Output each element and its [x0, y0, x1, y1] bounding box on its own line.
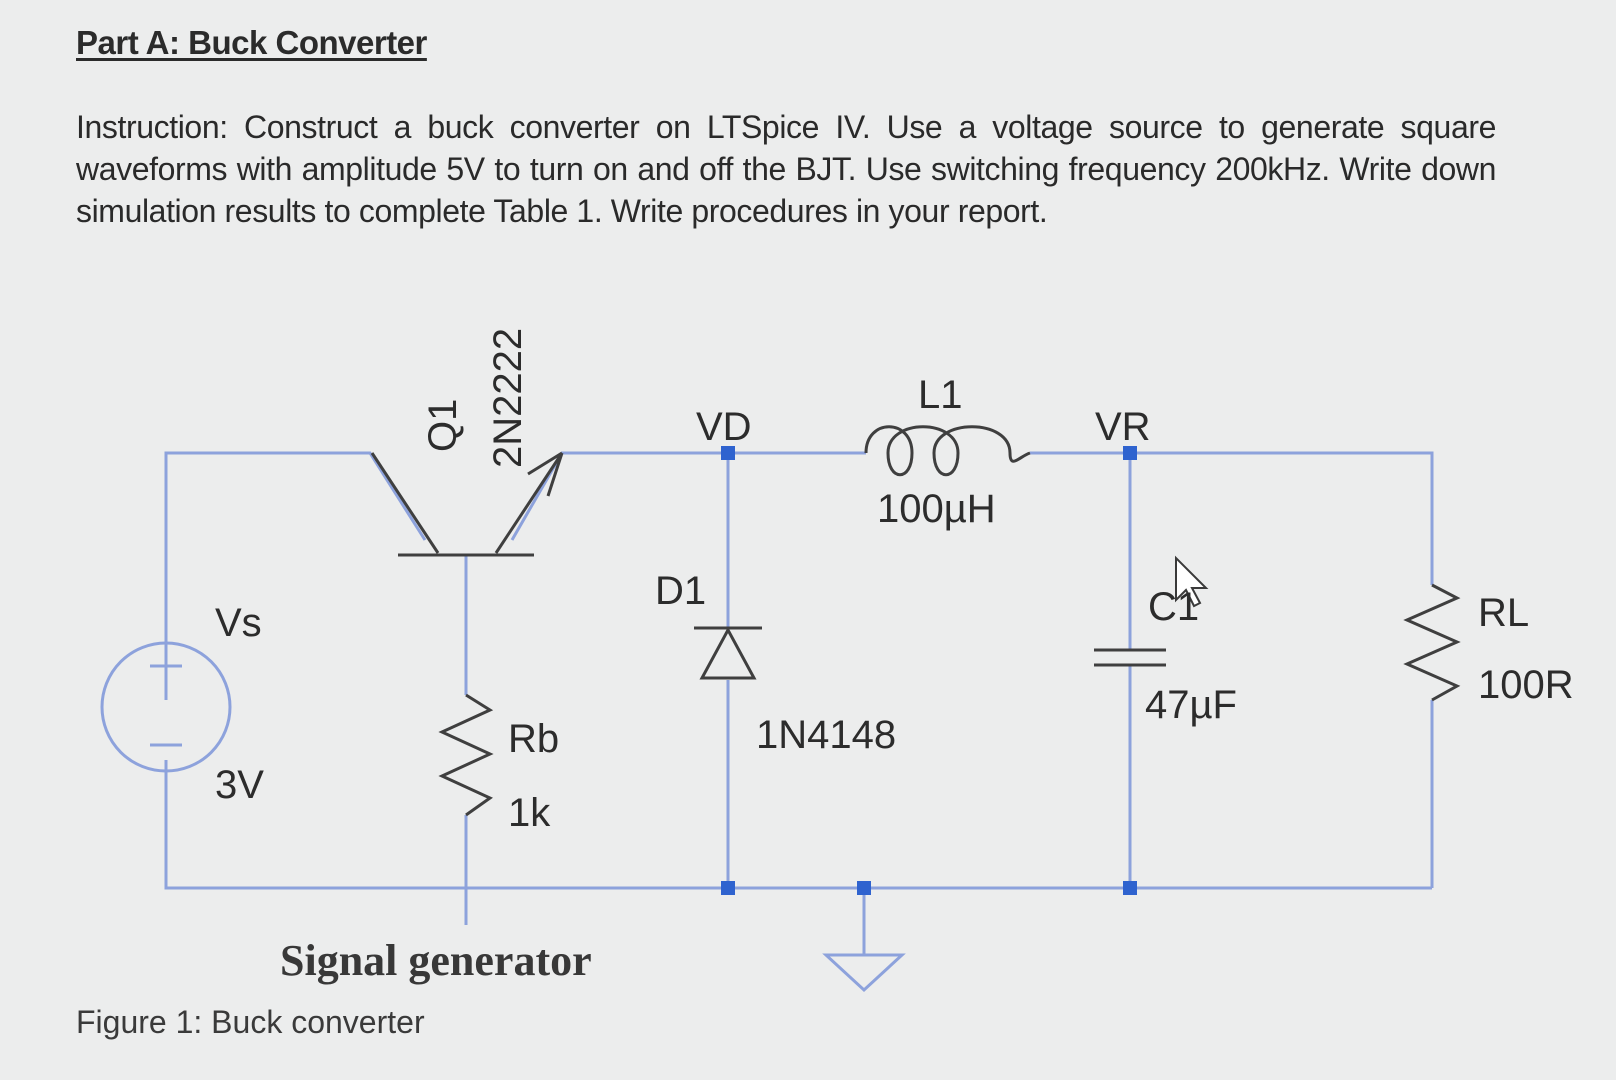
instruction-text: Instruction: Construct a buck converter … [76, 109, 1496, 229]
collector-lead [370, 452, 440, 554]
junction-vd [721, 446, 735, 460]
emitter-lead [494, 452, 564, 554]
inductor-l1 [864, 425, 1031, 477]
transistor-model-label: 2N2222 [486, 328, 530, 468]
capacitor-name-label: C1 [1148, 585, 1199, 629]
resistor-rl [1403, 583, 1461, 702]
source-name-label: Vs [215, 601, 262, 645]
junction-ground-diode [721, 881, 735, 895]
ground-rail [164, 760, 1432, 890]
transistor-name-label: Q1 [421, 399, 465, 452]
voltage-source-vs [100, 641, 232, 773]
diode-d1 [694, 626, 762, 680]
wire-emitter-to-vd-node [510, 451, 728, 541]
capacitor-c1 [1094, 648, 1166, 667]
ground-symbol [822, 953, 906, 993]
transistor-q1 [370, 451, 564, 557]
load-value-label: 100R [1478, 663, 1574, 707]
junction-dots [721, 446, 1137, 895]
voltage-source-circle [100, 641, 232, 773]
junction-ground-capacitor [1123, 881, 1137, 895]
diode-triangle [699, 626, 757, 680]
junction-vr [1123, 446, 1137, 460]
plus-sign [150, 650, 182, 682]
part-a-heading: Part A: Buck Converter [76, 24, 427, 61]
diode-model-label: 1N4148 [756, 713, 896, 757]
signal-generator-label: Signal generator [280, 936, 592, 985]
inductor-value-label: 100µH [877, 487, 996, 531]
load-name-label: RL [1478, 591, 1529, 635]
wire-source-to-collector [164, 451, 427, 700]
base-resistor-name-label: Rb [508, 717, 559, 761]
mouse-cursor-icon [1175, 555, 1209, 608]
source-value-label: 3V [215, 763, 264, 807]
wire-vr-to-load [1130, 451, 1434, 585]
vr-node-label: VR [1095, 405, 1151, 449]
junction-ground [857, 881, 871, 895]
inductor-name-label: L1 [918, 373, 963, 417]
resistor-rb [438, 693, 494, 817]
figure-caption: Figure 1: Buck converter [76, 1004, 425, 1040]
wires [164, 451, 1434, 955]
diode-name-label: D1 [655, 569, 706, 613]
base-resistor-value-label: 1k [508, 791, 551, 835]
emitter-arrow [527, 451, 564, 497]
capacitor-value-label: 47µF [1145, 683, 1237, 727]
vd-node-label: VD [696, 405, 752, 449]
